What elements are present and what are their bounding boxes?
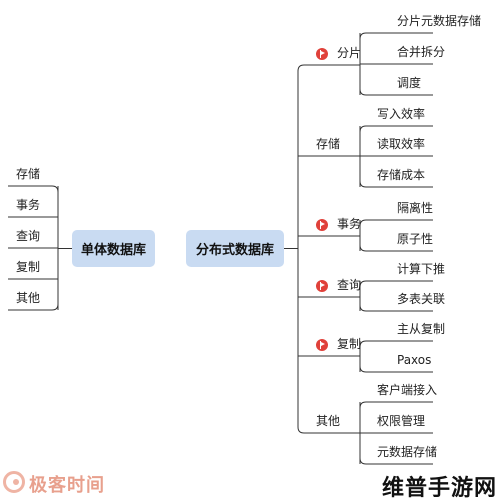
branch-label: 其他 [316,414,341,428]
child-underline [359,280,433,288]
right-root-label: 分布式数据库 [195,243,274,258]
child-underline [359,219,433,227]
child-label: 计算下推 [397,262,446,276]
child-underline [359,125,433,133]
branch-underline [297,426,360,434]
left-item-underline [8,303,59,311]
child-label: 多表关联 [397,292,446,306]
branch-label: 事务 [337,217,362,231]
geek-time-logo-text: 极客时间 [29,475,105,496]
right-root-node: 分布式数据库 [186,230,284,267]
child-underline [359,244,433,252]
flag-icon [316,48,328,60]
child-underline [359,365,433,373]
child-underline [359,304,433,312]
left-item-label: 复制 [16,260,41,274]
flag-icon [316,339,328,351]
child-underline [359,180,433,188]
geek-time-logo-icon [3,471,25,493]
left-item-label: 存储 [16,167,41,181]
child-label: 主从复制 [397,322,446,336]
child-label: 隔离性 [397,201,434,215]
child-label: 原子性 [397,232,434,246]
flag-icon [316,219,328,231]
left-root-node: 单体数据库 [72,230,155,267]
left-item-underline [8,185,59,193]
left-item-label: 其他 [16,291,41,305]
flag-icon [316,280,328,292]
child-label: Paxos [397,353,432,367]
child-underline [359,88,433,96]
left-root-label: 单体数据库 [80,243,146,258]
branch-label: 查询 [337,278,362,292]
child-label: 客户端接入 [377,383,438,397]
child-underline [359,457,433,465]
branch-label: 复制 [337,337,362,351]
site-watermark-text: 维普手游网 [382,476,498,501]
child-label: 存储成本 [377,168,426,182]
child-label: 读取效率 [377,137,426,151]
branch-label: 存储 [316,137,341,151]
left-item-label: 事务 [16,198,41,212]
left-item-label: 查询 [16,229,41,243]
child-label: 写入效率 [377,107,426,121]
child-label: 元数据存储 [377,445,438,459]
branch-underline [297,64,360,72]
child-underline [359,340,433,348]
child-label: 合并拆分 [397,45,446,59]
child-underline [359,401,433,409]
child-underline [359,32,433,40]
child-label: 权限管理 [377,414,426,428]
child-label: 调度 [397,76,422,90]
branch-label: 分片 [337,46,362,60]
child-label: 分片元数据存储 [397,14,482,28]
